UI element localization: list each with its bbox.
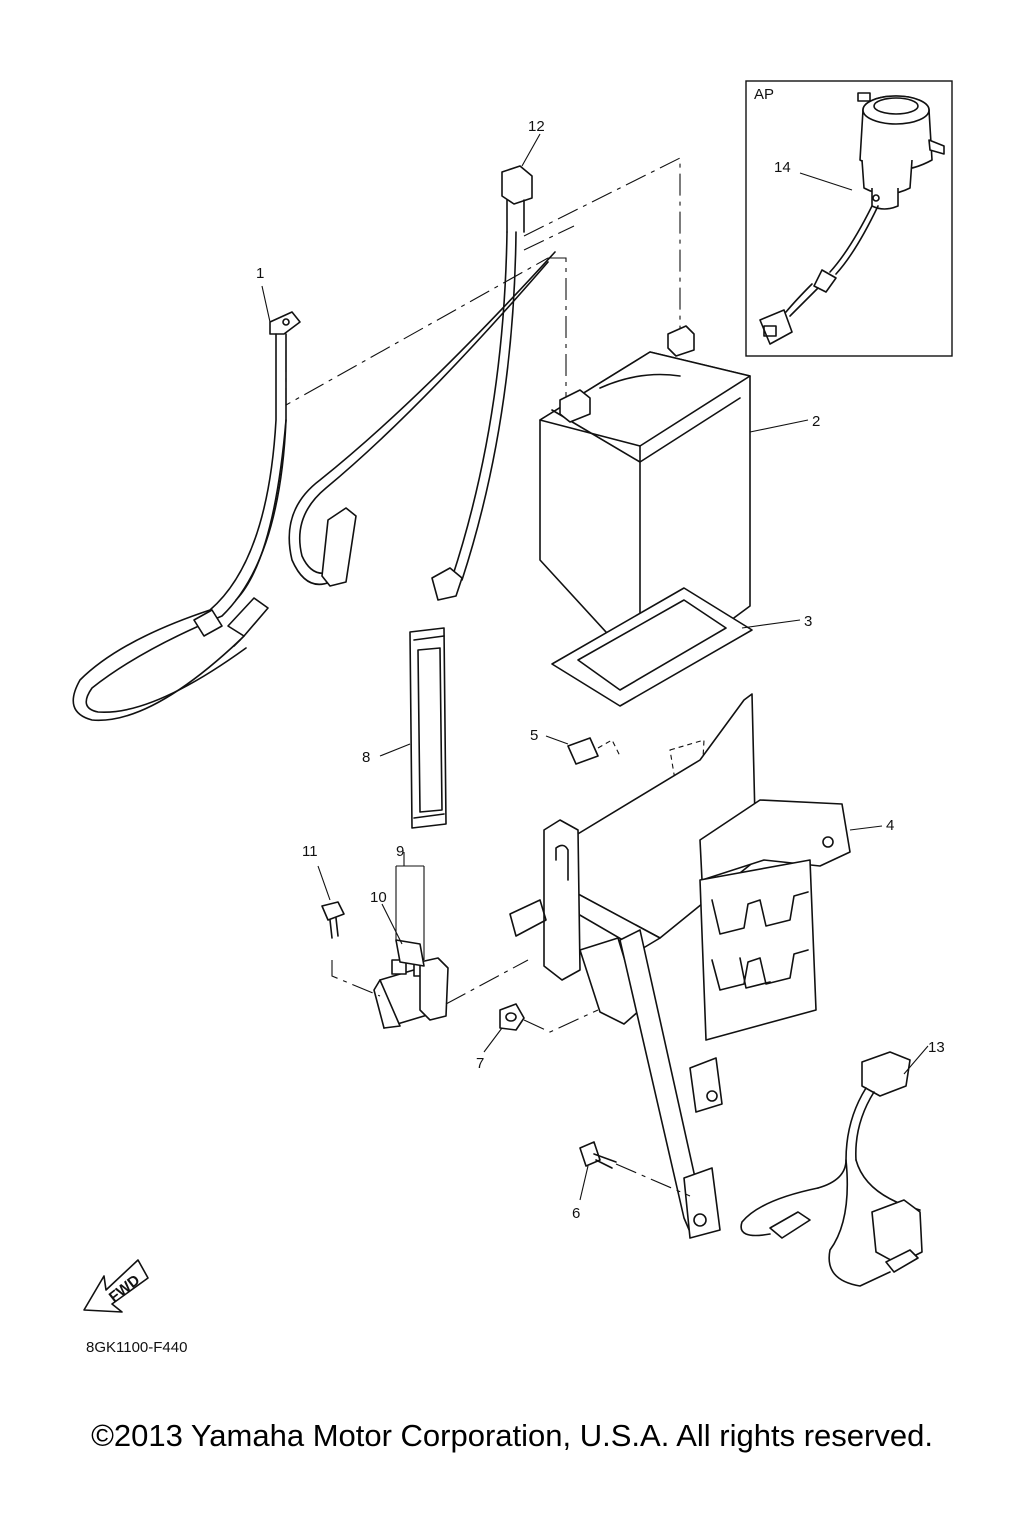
callout-4: 4 <box>886 817 894 834</box>
callout-11: 11 <box>302 843 318 860</box>
callout-14: 14 <box>774 159 791 176</box>
part-3-pad: 3 <box>551 587 812 707</box>
diagram-code: 8GK1100-F440 <box>86 1339 187 1356</box>
fwd-arrow-icon: FWD <box>83 1259 149 1313</box>
part-12-cable: 12 <box>431 118 545 601</box>
callout-12: 12 <box>528 118 545 135</box>
part-6-bolt: 6 <box>572 1141 691 1222</box>
accessory-socket <box>759 92 945 345</box>
callout-9: 9 <box>396 843 404 860</box>
part-1-harness: 1 <box>72 265 301 722</box>
callout-10: 10 <box>370 889 387 906</box>
part-13-harness: 13 <box>740 1039 945 1287</box>
part-5-clip: 5 <box>530 727 705 787</box>
copyright-notice: ©2013 Yamaha Motor Corporation, U.S.A. A… <box>91 1418 933 1453</box>
callout-2: 2 <box>812 413 820 430</box>
callout-1: 1 <box>256 265 264 282</box>
inset-ap: AP 14 <box>745 80 953 357</box>
callout-3: 3 <box>804 613 812 630</box>
part-7-nut: 7 <box>476 1003 599 1072</box>
inset-ap-label: AP <box>754 86 774 103</box>
part-4-bracket: 4 <box>509 693 894 1239</box>
part-8-band: 8 <box>362 627 447 829</box>
callout-13: 13 <box>928 1039 945 1056</box>
callout-5: 5 <box>530 727 538 744</box>
part-11-bolt: 11 <box>302 843 381 997</box>
part-12-lead <box>288 251 556 587</box>
callout-6: 6 <box>572 1205 580 1222</box>
callout-7: 7 <box>476 1055 484 1072</box>
callout-8: 8 <box>362 749 370 766</box>
part-9-relay: 9 10 <box>370 843 529 1029</box>
routing-lines <box>285 157 681 406</box>
